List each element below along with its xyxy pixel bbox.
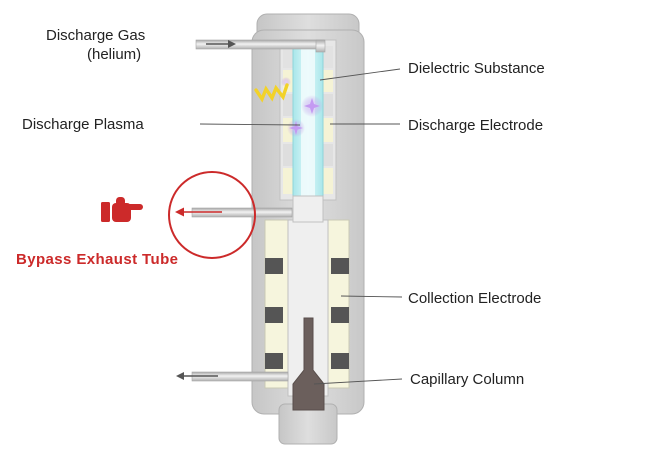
label-capillary-column: Capillary Column	[410, 371, 524, 388]
label-discharge-electrode: Discharge Electrode	[408, 117, 543, 134]
gas-inlet-drop	[315, 39, 326, 53]
plasma-spark-icon	[281, 77, 323, 137]
label-collection-electrode: Collection Electrode	[408, 290, 541, 307]
label-dielectric-substance: Dielectric Substance	[408, 60, 545, 77]
discharge-electrode-block	[283, 94, 293, 116]
discharge-electrode-block	[323, 70, 333, 92]
dielectric-tube-bore	[301, 44, 315, 200]
label-helium: (helium)	[87, 46, 141, 63]
discharge-electrode-block	[283, 144, 293, 166]
lightning-icon	[254, 83, 289, 103]
plasma-effects	[254, 77, 323, 137]
pointing-hand-icon	[101, 197, 143, 222]
leader-lines	[199, 68, 403, 385]
highlight-circle	[168, 171, 256, 259]
leader-discharge-plasma	[199, 123, 301, 126]
discharge-electrode-block	[323, 144, 333, 166]
discharge-electrode-block	[283, 46, 293, 68]
leader-capillary	[313, 378, 403, 385]
discharge-electrode-block	[283, 168, 293, 194]
label-bypass-exhaust-tube: Bypass Exhaust Tube	[16, 251, 178, 268]
label-discharge-plasma: Discharge Plasma	[22, 116, 144, 133]
leader-dielectric	[319, 68, 401, 81]
discharge-electrode-block	[323, 168, 333, 194]
discharge-electrode-block	[323, 118, 333, 142]
discharge-electrode-block	[323, 46, 333, 68]
collection-electrode	[331, 307, 349, 323]
leader-collection	[340, 295, 403, 298]
bypass-exhaust	[168, 171, 293, 259]
gas-inlet	[195, 39, 326, 53]
capillary-column	[292, 317, 325, 411]
collection-electrode	[265, 353, 283, 369]
bottom-exhaust	[176, 371, 289, 382]
discharge-electrode-block	[323, 94, 333, 116]
collection-electrode	[331, 258, 349, 274]
collection-electrode	[265, 307, 283, 323]
collection-electrode	[331, 353, 349, 369]
tube-neck	[292, 195, 324, 223]
collection-electrode	[265, 258, 283, 274]
discharge-section	[279, 39, 337, 201]
label-discharge-gas: Discharge Gas	[46, 27, 145, 44]
